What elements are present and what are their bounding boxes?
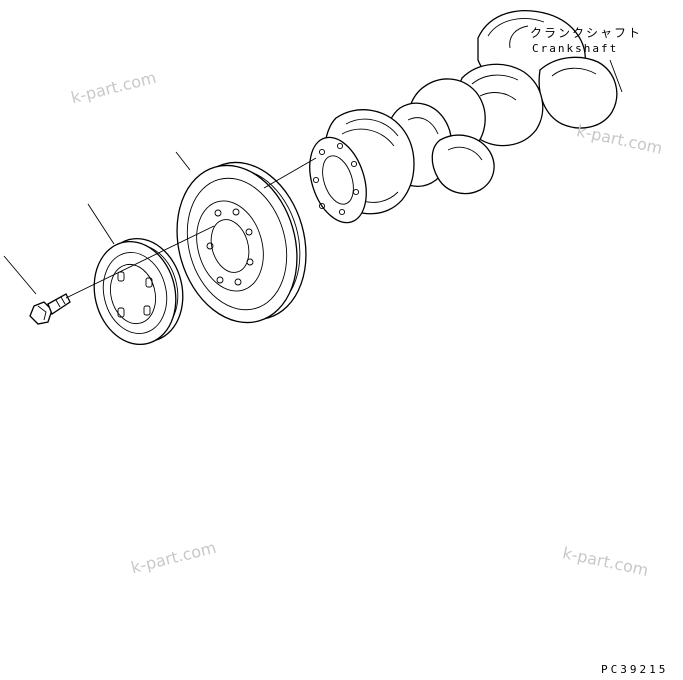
assembly-center-line [65, 157, 317, 299]
spacer-pulley [87, 203, 184, 346]
damper-pulley [175, 151, 307, 324]
crankshaft-label-jp: クランクシャフト [530, 26, 643, 40]
crankshaft-label-en: Crankshaft [532, 42, 619, 55]
figure-code: PC39215 [601, 663, 669, 676]
bolt [3, 255, 71, 325]
crankshaft [309, 10, 623, 224]
